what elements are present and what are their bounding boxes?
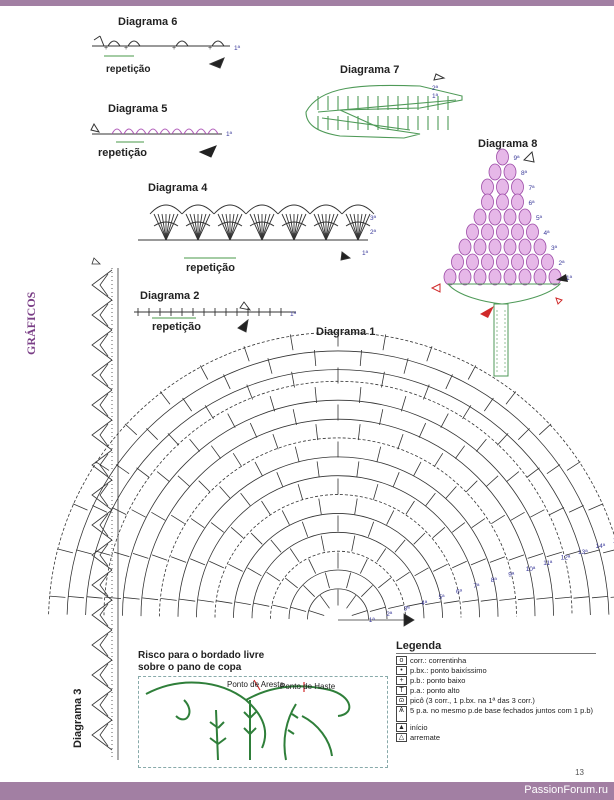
d8-row-label: 6ª [529, 200, 536, 207]
d8-row-label: 4ª [544, 230, 551, 237]
d1-row-label: 12ª [561, 555, 571, 562]
legend-text: p.a.: ponto alto [410, 686, 460, 695]
svg-text:+: + [104, 45, 108, 52]
d2-row-1: 1ª [290, 311, 297, 318]
legend-text: 5 p.a. no mesmo p.de base fechados junto… [410, 706, 594, 715]
svg-text:+: + [208, 45, 212, 52]
stitch-label-haste: Ponto de Haste [280, 682, 336, 691]
legend-text: p.bx.: ponto baixíssimo [410, 666, 487, 675]
cluster-icon: Ѧ [396, 706, 407, 722]
diagram-7-label: Diagrama 7 [340, 64, 400, 76]
d4-row-2: 2ª [370, 229, 377, 236]
legend-text: corr.: correntinha [410, 656, 467, 665]
d1-row-label: 3ª [404, 606, 411, 613]
top-bar [0, 0, 614, 6]
d1-row-label: 11ª [543, 560, 553, 567]
embroidery-pattern [145, 679, 351, 761]
legend-item: +p.b.: ponto baixo [396, 676, 596, 685]
d1-row-label: 7ª [473, 583, 480, 590]
legend-title: Legenda [396, 640, 596, 654]
diagram-7-chart [305, 84, 463, 139]
diagram-6-label: Diagrama 6 [118, 16, 178, 28]
d1-row-label: 6ª [456, 589, 463, 596]
start-icon: ▲ [396, 723, 407, 732]
d7-row-2: 2ª [432, 85, 439, 92]
double-crochet-icon: T [396, 686, 407, 695]
stitch-label-aresta: Ponto de Aresta [227, 680, 284, 689]
legend-text: início [410, 723, 428, 732]
d4-row-3: 3ª [370, 215, 377, 222]
page-number: 13 [575, 768, 584, 777]
legend-item: ▲início [396, 723, 596, 732]
bottom-bar: PassionForum.ru [0, 782, 614, 800]
embroidery-title-line1: Risco para o bordado livre [138, 650, 265, 661]
d7-row-1: 1ª [432, 93, 439, 100]
svg-text:+: + [172, 45, 176, 52]
chain-icon: o [396, 656, 407, 665]
d8-row-label: 7ª [529, 185, 536, 192]
diagram-8-chart [430, 148, 568, 377]
legend-item: •p.bx.: ponto baixíssimo [396, 666, 596, 675]
diagram-2-chart [134, 301, 296, 333]
d1-row-label: 9ª [508, 572, 515, 579]
d7-start-icon [433, 73, 446, 81]
diagram-3-chart [91, 257, 119, 760]
d8-row-label: 9ª [514, 155, 521, 162]
legend-text: p.b.: ponto baixo [410, 676, 466, 685]
finish-icon: △ [396, 733, 407, 742]
slip-stitch-icon: • [396, 666, 407, 675]
diagram-6-chart: + + + + [92, 35, 230, 69]
d8-row-label: 2ª [559, 260, 566, 267]
d1-row-label: 15ª [613, 538, 614, 545]
embroidery-box [138, 676, 388, 768]
d4-row-1: 1ª [362, 250, 369, 257]
d8-row-label: 8ª [521, 170, 528, 177]
diagram-4-label: Diagrama 4 [148, 182, 208, 194]
diagram-4-chart [138, 204, 375, 261]
repeat-label-d6: repetição [106, 64, 151, 75]
embroidery-title-line2: sobre o pano de copa [138, 662, 242, 673]
diagram-5-label: Diagrama 5 [108, 103, 168, 115]
d1-row-label: 2ª [386, 611, 393, 618]
legend-text: picô (3 corr., 1 p.bx. na 1ª das 3 corr.… [410, 696, 535, 705]
d8-row-label: 1ª [566, 275, 573, 282]
d6-row-label: 1ª [234, 45, 241, 52]
d8-row-label: 5ª [536, 215, 543, 222]
diagram-1-label: Diagrama 1 [316, 326, 376, 338]
diagram-5-chart [90, 122, 222, 158]
d1-row-label: 13ª [578, 549, 588, 556]
d1-row-label: 5ª [439, 594, 446, 601]
watermark: PassionForum.ru [524, 784, 608, 796]
repeat-label-d5: repetição [98, 147, 147, 159]
d1-row-label: 1ª [369, 617, 376, 624]
diagram-8-label: Diagrama 8 [478, 138, 538, 150]
single-crochet-icon: + [396, 676, 407, 685]
d8-row-label: 3ª [551, 245, 558, 252]
diagram-2-label: Diagrama 2 [140, 290, 200, 302]
embroidery-title: Risco para o bordado livre sobre o pano … [138, 650, 264, 674]
d1-row-label: 8ª [491, 577, 498, 584]
d1-row-label: 10ª [526, 566, 536, 573]
picot-icon: ɷ [396, 696, 407, 705]
d5-row-label: 1ª [226, 131, 233, 138]
repeat-label-d4: repetição [186, 262, 235, 274]
d1-row-label: 4ª [421, 600, 428, 607]
legend-text: arremate [410, 733, 441, 742]
repeat-label-d2: repetição [152, 321, 201, 333]
legend-item: △arremate [396, 733, 596, 742]
diagram-1-chart [48, 330, 614, 627]
svg-text:+: + [124, 45, 128, 52]
d1-row-label: 14ª [596, 543, 606, 550]
